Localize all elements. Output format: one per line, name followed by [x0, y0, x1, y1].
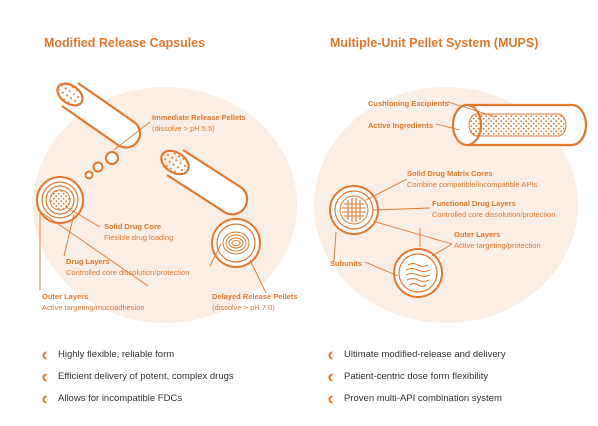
label-outer-layers-title: Outer Layers — [42, 292, 88, 301]
bullet-icon — [42, 373, 47, 381]
label-drug-layers-sub: Controlled core dissolution/protection — [66, 268, 189, 277]
right-leader-lines — [333, 101, 497, 277]
right-labels: Cushioning Excipients Active Ingredients… — [330, 99, 555, 268]
right-bullet-list: Ultimate modified-release and delivery P… — [326, 344, 506, 410]
bullet-icon — [328, 351, 333, 359]
label-matrix-cores-title: Solid Drug Matrix Cores — [407, 169, 492, 178]
list-item: Proven multi-API combination system — [326, 388, 506, 410]
list-item: Allows for incompatible FDCs — [40, 388, 234, 410]
left-labels: Immediate Release Pellets (dissolve > pH… — [42, 113, 297, 312]
list-item: Highly flexible, reliable form — [40, 344, 234, 366]
label-active-ingredients: Active Ingredients — [368, 121, 433, 130]
left-leader-lines — [37, 121, 267, 294]
bullet-icon — [328, 373, 333, 381]
bullet-text: Highly flexible, reliable form — [58, 349, 175, 360]
label-immediate-release-title: Immediate Release Pellets — [152, 113, 246, 122]
label-immediate-release-sub: (dissolve > pH 5.5) — [152, 124, 215, 133]
matrix-core-pellet — [329, 185, 379, 235]
delayed-release-pellet — [211, 218, 261, 268]
bullet-icon — [328, 395, 333, 403]
bullet-icon — [42, 351, 47, 359]
label-delayed-release-title: Delayed Release Pellets — [212, 292, 297, 301]
pellet-bubble — [105, 151, 119, 165]
label-solid-drug-core-sub: Flexible drug loading — [104, 233, 173, 242]
label-functional-layers-sub: Controlled core dissolution/protection — [432, 210, 555, 219]
label-cushioning-excipients: Cushioning Excipients — [368, 99, 449, 108]
bullet-text: Efficient delivery of potent, complex dr… — [58, 371, 234, 382]
mups-tablet — [451, 103, 588, 147]
right-panel-title: Multiple-Unit Pellet System (MUPS) — [330, 36, 539, 50]
bullet-icon — [42, 395, 47, 403]
immediate-release-capsule — [56, 82, 142, 149]
list-item: Patient-centric dose form flexibility — [326, 366, 506, 388]
label-drug-layers-title: Drug Layers — [66, 257, 110, 266]
delayed-release-capsule — [160, 149, 249, 216]
label-delayed-release-sub: (dissolve > pH 7.0) — [212, 303, 275, 312]
label-outer-layers-sub: Active targeting/mucoadhesion — [42, 303, 145, 312]
pellet-bubble — [84, 170, 94, 180]
label-outer-layers-title: Outer Layers — [454, 230, 500, 239]
subunit-pellet — [393, 248, 443, 298]
label-subunits: Subunits — [330, 259, 362, 268]
immediate-release-pellet — [36, 176, 84, 224]
list-item: Ultimate modified-release and delivery — [326, 344, 506, 366]
label-solid-drug-core-title: Solid Drug Core — [104, 222, 161, 231]
label-outer-layers-sub: Active targeting/protection — [454, 241, 541, 250]
list-item: Efficient delivery of potent, complex dr… — [40, 366, 234, 388]
label-matrix-cores-sub: Combine compatible/incompatible APIs — [407, 180, 537, 189]
label-functional-layers-title: Functional Drug Layers — [432, 199, 516, 208]
left-panel-title: Modified Release Capsules — [44, 36, 206, 50]
bullet-text: Allows for incompatible FDCs — [58, 393, 183, 404]
bullet-text: Proven multi-API combination system — [344, 393, 502, 404]
left-bullet-list: Highly flexible, reliable form Efficient… — [40, 344, 234, 410]
bullet-text: Ultimate modified-release and delivery — [344, 349, 506, 360]
pellet-bubble — [92, 161, 104, 173]
bullet-text: Patient-centric dose form flexibility — [344, 371, 489, 382]
